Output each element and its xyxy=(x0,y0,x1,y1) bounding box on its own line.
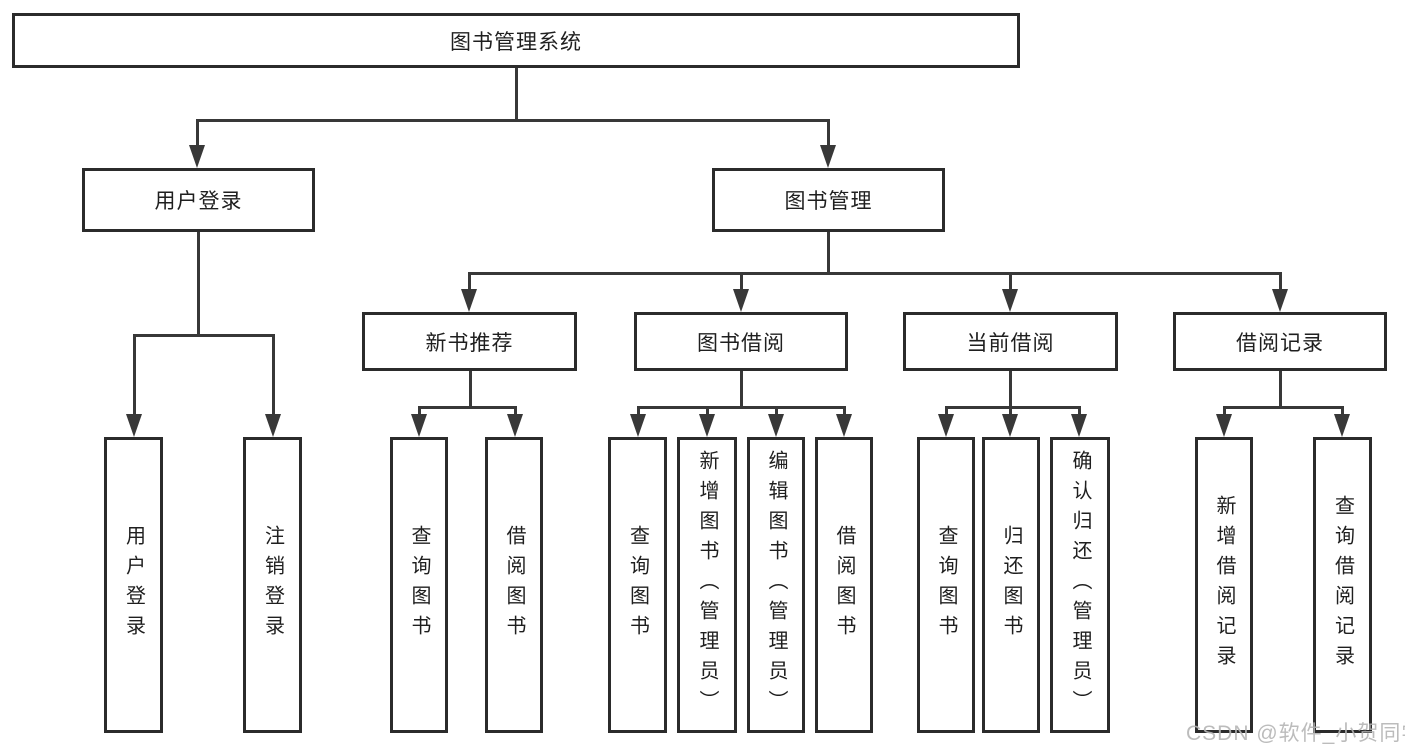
arrow-down-icon xyxy=(189,145,205,168)
arrow-down-icon xyxy=(836,414,852,437)
leaf-borrow-books: 借阅图书 xyxy=(815,437,873,733)
connector-drop xyxy=(514,406,517,416)
leaf-query-books-current: 查询图书 xyxy=(917,437,975,733)
leaf-add-borrow-record: 新增借阅记录 xyxy=(1195,437,1253,733)
leaf-label: 借阅图书 xyxy=(503,525,525,645)
leaf-label: 用户登录 xyxy=(122,525,145,645)
connector-book-management-stem xyxy=(827,232,830,274)
connector-drop xyxy=(775,406,778,416)
arrow-down-icon xyxy=(938,414,954,437)
node-label: 用户登录 xyxy=(154,190,243,213)
node-label: 图书借阅 xyxy=(697,331,785,355)
connector-drop-book-management xyxy=(827,119,830,147)
node-book-management: 图书管理 xyxy=(712,168,945,232)
connector-new-book-stem xyxy=(469,370,472,408)
connector-user-login-rail xyxy=(133,334,274,337)
leaf-return-books: 归还图书 xyxy=(982,437,1040,733)
leaf-query-borrow-record: 查询借阅记录 xyxy=(1313,437,1372,733)
arrow-down-icon xyxy=(630,414,646,437)
arrow-down-icon xyxy=(733,289,749,312)
connector-drop-user-login xyxy=(196,119,199,147)
connector-new-book-rail xyxy=(418,406,517,409)
node-new-book-recommend: 新书推荐 xyxy=(362,312,577,371)
leaf-user-login: 用户登录 xyxy=(104,437,163,733)
arrow-down-icon xyxy=(461,289,477,312)
leaf-label: 归还图书 xyxy=(1000,525,1022,645)
connector-level2-rail xyxy=(196,119,830,122)
connector-drop-leaf-user-login xyxy=(133,334,136,416)
connector-root-stem xyxy=(515,68,518,120)
node-user-login: 用户登录 xyxy=(82,168,315,232)
leaf-label: 查询借阅记录 xyxy=(1331,495,1354,675)
arrow-down-icon xyxy=(1002,289,1018,312)
connector-book-borrow-stem xyxy=(740,370,743,408)
leaf-label: 编辑图书（管理员） xyxy=(765,450,787,720)
connector-drop xyxy=(1078,406,1081,416)
leaf-logout-login: 注销登录 xyxy=(243,437,302,733)
arrow-down-icon xyxy=(265,414,281,437)
node-current-borrow: 当前借阅 xyxy=(903,312,1118,371)
leaf-label: 新增图书（管理员） xyxy=(696,450,718,720)
leaf-label: 查询图书 xyxy=(935,525,957,645)
connector-drop xyxy=(418,406,421,416)
connector-drop xyxy=(945,406,948,416)
connector-borrow-records-stem xyxy=(1279,370,1282,408)
connector-current-borrow-stem xyxy=(1009,370,1012,408)
connector-drop xyxy=(1341,406,1344,416)
arrow-down-icon xyxy=(1334,414,1350,437)
node-label: 新书推荐 xyxy=(425,331,514,355)
connector-drop xyxy=(1009,406,1012,416)
node-label: 图书管理 xyxy=(784,190,873,213)
leaf-confirm-return-admin: 确认归还（管理员） xyxy=(1050,437,1110,733)
node-book-borrow: 图书借阅 xyxy=(634,312,848,371)
connector-current-borrow-rail xyxy=(945,406,1081,409)
leaf-label: 查询图书 xyxy=(626,525,649,645)
connector-drop-borrow-records xyxy=(1279,272,1282,290)
connector-drop xyxy=(1223,406,1226,416)
connector-drop-current-borrow xyxy=(1009,272,1012,290)
connector-drop-new-book xyxy=(468,272,471,290)
leaf-query-books-borrow: 查询图书 xyxy=(608,437,667,733)
connector-borrow-records-rail xyxy=(1223,406,1344,409)
leaf-add-books-admin: 新增图书（管理员） xyxy=(677,437,737,733)
connector-drop xyxy=(706,406,709,416)
arrow-down-icon xyxy=(1071,414,1087,437)
arrow-down-icon xyxy=(1216,414,1232,437)
arrow-down-icon xyxy=(126,414,142,437)
arrow-down-icon xyxy=(411,414,427,437)
leaf-label: 查询图书 xyxy=(408,525,430,645)
arrow-down-icon xyxy=(507,414,523,437)
connector-book-borrow-rail xyxy=(637,406,846,409)
node-label: 当前借阅 xyxy=(966,331,1055,355)
connector-user-login-stem xyxy=(197,232,200,335)
csdn-watermark: CSDN @软件_小贺同学 xyxy=(1186,722,1405,745)
connector-drop-book-borrow xyxy=(740,272,743,290)
arrow-down-icon xyxy=(820,145,836,168)
leaf-label: 新增借阅记录 xyxy=(1213,495,1235,675)
leaf-label: 借阅图书 xyxy=(833,525,855,645)
node-label: 借阅记录 xyxy=(1236,331,1324,355)
connector-drop xyxy=(843,406,846,416)
leaf-edit-books-admin: 编辑图书（管理员） xyxy=(747,437,805,733)
arrow-down-icon xyxy=(699,414,715,437)
connector-drop xyxy=(637,406,640,416)
node-label: 图书管理系统 xyxy=(450,30,582,54)
node-borrow-records: 借阅记录 xyxy=(1173,312,1387,371)
arrow-down-icon xyxy=(1272,289,1288,312)
leaf-query-books-recommend: 查询图书 xyxy=(390,437,448,733)
connector-drop-leaf-logout xyxy=(272,334,275,416)
arrow-down-icon xyxy=(1002,414,1018,437)
arrow-down-icon xyxy=(768,414,784,437)
leaf-label: 注销登录 xyxy=(261,525,284,645)
connector-level3-rail xyxy=(468,272,1281,275)
leaf-borrow-books-recommend: 借阅图书 xyxy=(485,437,543,733)
leaf-label: 确认归还（管理员） xyxy=(1069,450,1091,720)
node-library-management-system: 图书管理系统 xyxy=(12,13,1020,68)
